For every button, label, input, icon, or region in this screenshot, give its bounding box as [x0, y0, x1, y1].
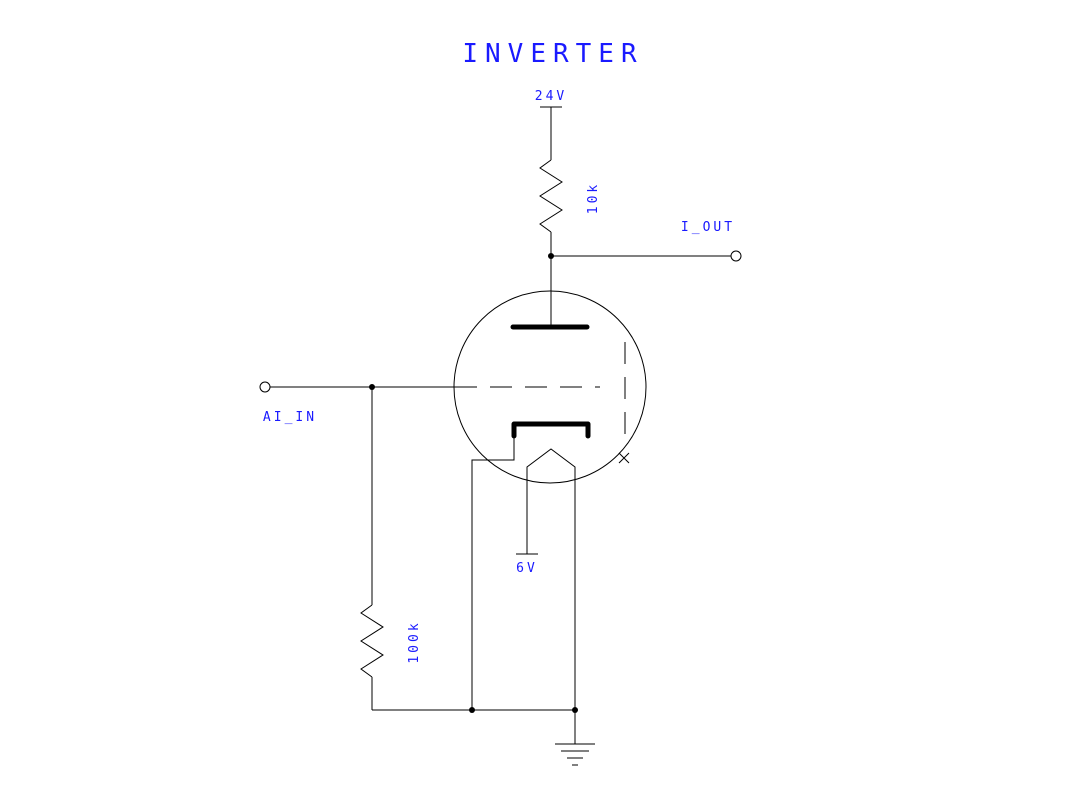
schematic-title: INVERTER: [462, 39, 643, 69]
plate-resistor: [539, 159, 563, 233]
output-label: I_OUT: [681, 220, 735, 235]
heater-voltage-label: 6V: [516, 561, 538, 576]
cathode-lead: [471, 436, 515, 710]
plate-resistor-value: 10k: [586, 182, 601, 214]
grid-resistor: [360, 604, 384, 678]
supply-voltage-label: 24V: [535, 89, 567, 104]
output-terminal[interactable]: [730, 250, 742, 262]
cathode-junction-dot: [469, 707, 475, 713]
grid-resistor-value: 100k: [407, 620, 422, 663]
tube-envelope: [453, 290, 647, 484]
tube-cathode: [511, 421, 591, 439]
tube-internal-x: [618, 452, 630, 464]
ground-symbol: [555, 743, 595, 766]
tube-heater: [526, 448, 576, 478]
input-terminal[interactable]: [259, 381, 271, 393]
input-label: AI_IN: [263, 410, 317, 425]
